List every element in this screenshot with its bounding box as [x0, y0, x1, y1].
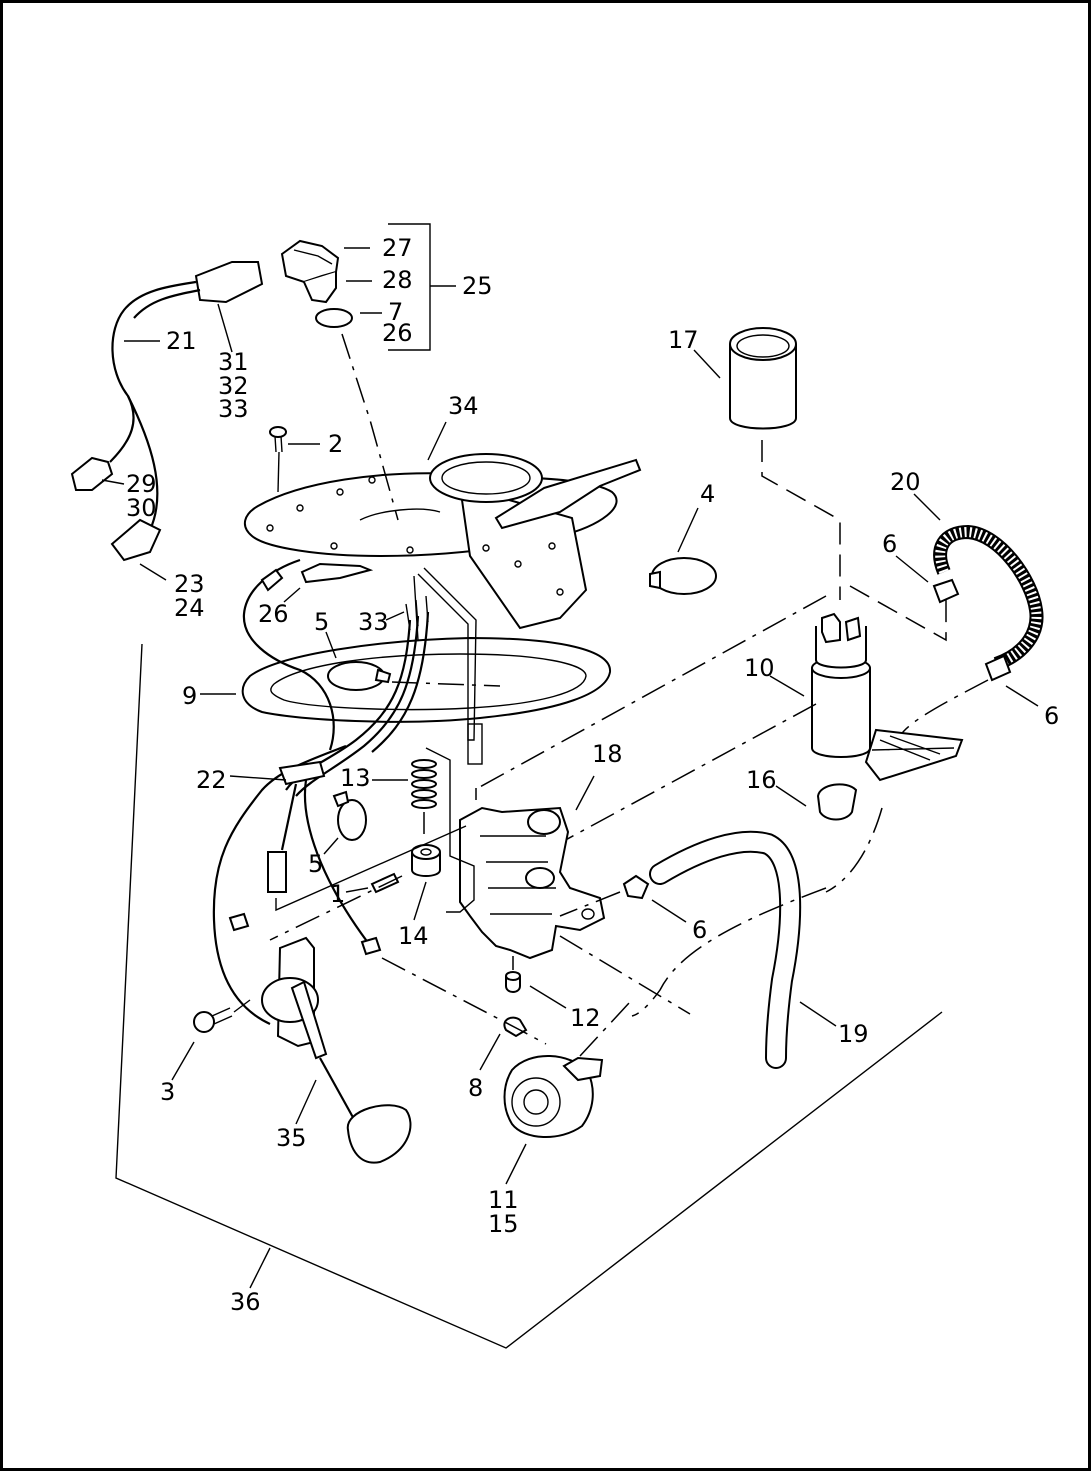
clamp-4 [649, 557, 717, 595]
gasket-9 [241, 636, 612, 723]
fuel-strainer [816, 728, 964, 821]
o-ring [315, 308, 353, 328]
callout-30: 30 [126, 494, 157, 522]
reservoir-bracket-18 [459, 806, 606, 960]
callout-21: 21 [166, 327, 197, 355]
callout-34: 34 [448, 392, 479, 420]
pin-1 [370, 872, 400, 894]
connector-housing [280, 239, 340, 304]
spring-13 [411, 747, 475, 913]
filter-sleeve-17 [729, 327, 797, 430]
screw-2 [269, 426, 320, 493]
callout-25: 25 [462, 272, 493, 300]
callout-27: 27 [382, 234, 413, 262]
callout-4: 4 [700, 480, 715, 508]
callout-23: 23 [174, 570, 205, 598]
return-hose-19 [649, 830, 802, 1069]
callout-14: 14 [398, 922, 429, 950]
clamp-5-upper [327, 661, 392, 691]
wire-bundle [242, 558, 430, 797]
callout-1: 1 [330, 880, 345, 908]
callout-12: 12 [570, 1004, 601, 1032]
callout-22: 22 [196, 766, 227, 794]
callout-24: 24 [174, 594, 205, 622]
wiring-harness-21 [70, 261, 264, 562]
callout-6-upper: 6 [882, 530, 897, 558]
cap-12 [505, 971, 521, 993]
callout-33-top: 33 [218, 395, 249, 423]
callout-11: 11 [488, 1186, 519, 1214]
callout-31: 31 [218, 348, 249, 376]
kit-boundary-36 [115, 643, 943, 1349]
callout-18: 18 [592, 740, 623, 768]
callout-26-top: 26 [382, 319, 413, 347]
clamp-6-mid [622, 874, 650, 900]
bracket-25 [344, 223, 456, 351]
callout-5-lower: 5 [308, 850, 323, 878]
parts-diagram: 27 28 7 26 25 21 31 32 33 17 34 2 29 30 … [70, 223, 1059, 1349]
callout-5-upper: 5 [314, 608, 329, 636]
callout-26-mid: 26 [258, 600, 289, 628]
pump-flange-34 [243, 453, 642, 630]
callout-13: 13 [340, 764, 371, 792]
callout-35: 35 [276, 1124, 307, 1152]
callout-16: 16 [746, 766, 777, 794]
callout-9: 9 [182, 682, 197, 710]
screw-3 [193, 1007, 233, 1033]
plug-14 [411, 844, 441, 877]
callout-6-right: 6 [1044, 702, 1059, 730]
fuel-pump-10 [811, 612, 871, 758]
callout-17: 17 [668, 326, 699, 354]
callout-29: 29 [126, 470, 157, 498]
callout-7: 7 [388, 298, 403, 326]
callout-3: 3 [160, 1078, 175, 1106]
callout-36: 36 [230, 1288, 261, 1316]
clamp-5-lower [332, 790, 367, 841]
harness-22 [212, 744, 382, 1025]
callout-28: 28 [382, 266, 413, 294]
callout-20: 20 [890, 468, 921, 496]
callout-19: 19 [838, 1020, 869, 1048]
callout-2: 2 [328, 430, 343, 458]
callout-15: 15 [488, 1210, 519, 1238]
callout-6-mid: 6 [692, 916, 707, 944]
callout-8: 8 [468, 1074, 483, 1102]
callout-32: 32 [218, 372, 249, 400]
fuel-module-11 [503, 1055, 604, 1138]
callout-33-mid: 33 [358, 608, 389, 636]
fuel-level-sender-35 [261, 936, 412, 1164]
callout-10: 10 [744, 654, 775, 682]
hose-20 [932, 524, 1044, 682]
